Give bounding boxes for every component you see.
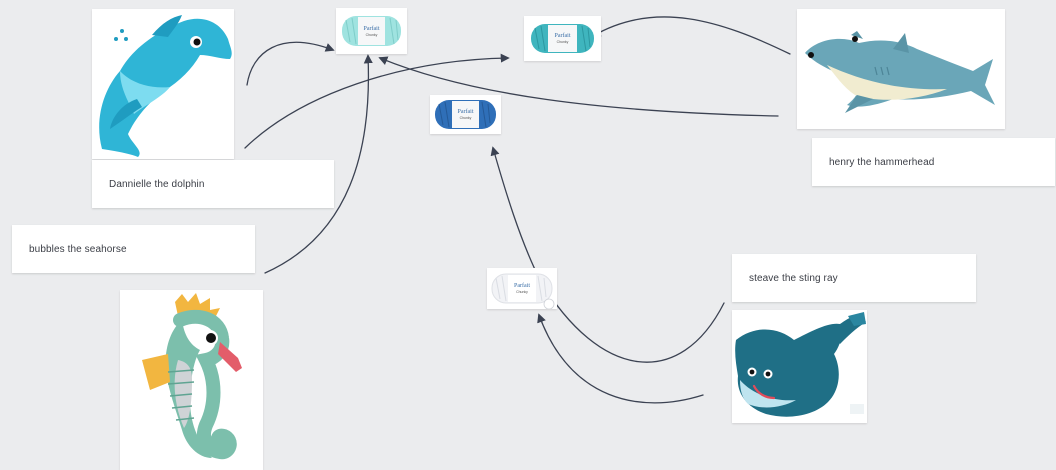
yarn-brand-text: Parfait [458,108,474,115]
connector-dolphin-to-aqua-yarn[interactable] [246,41,335,86]
yarn-line-text: Chunky [557,40,569,44]
blue-yarn-card[interactable]: Parfait Chunky [430,95,501,134]
seahorse-image [142,293,242,460]
yarn-skein-image: Parfait Chunky [531,24,594,53]
connector-stingray-to-white-yarn[interactable] [537,313,704,404]
yarn-skein-image: Parfait Chunky [435,100,496,129]
connector-hammerhead-to-teal-yarn[interactable] [591,16,791,55]
connector-stingray-to-blue-yarn[interactable] [490,146,725,363]
dolphin-label-text: Dannielle the dolphin [109,178,205,190]
yarn-brand-text: Parfait [555,32,571,39]
seahorse-card[interactable] [120,290,263,470]
dolphin-card[interactable] [92,9,234,159]
yarn-line-text: Chunky [516,290,528,294]
dolphin-image [99,15,232,157]
hammerhead-label[interactable]: henry the hammerhead [812,138,1055,186]
dolphin-label[interactable]: Dannielle the dolphin [92,160,334,208]
hammerhead-card[interactable] [797,9,1005,129]
yarn-line-text: Chunky [460,116,472,120]
seahorse-label[interactable]: bubbles the seahorse [12,225,255,273]
stingray-label[interactable]: steave the sting ray [732,254,976,302]
white-yarn-card[interactable]: Parfait Chunky [487,268,557,309]
yarn-brand-text: Parfait [364,25,380,32]
yarn-skein-image: Parfait Chunky [342,16,401,46]
stingray-card[interactable] [732,310,867,423]
stingray-label-text: steave the sting ray [749,272,838,284]
yarn-line-text: Chunky [366,33,378,37]
hammerhead-shark-image [805,31,995,113]
aqua-yarn-card[interactable]: Parfait Chunky [336,8,407,54]
teal-yarn-card[interactable]: Parfait Chunky [524,16,601,61]
seahorse-label-text: bubbles the seahorse [29,243,127,255]
hammerhead-label-text: henry the hammerhead [829,156,935,168]
stingray-image [735,312,866,417]
yarn-skein-image: Parfait Chunky [491,273,555,309]
yarn-brand-text: Parfait [514,282,530,289]
